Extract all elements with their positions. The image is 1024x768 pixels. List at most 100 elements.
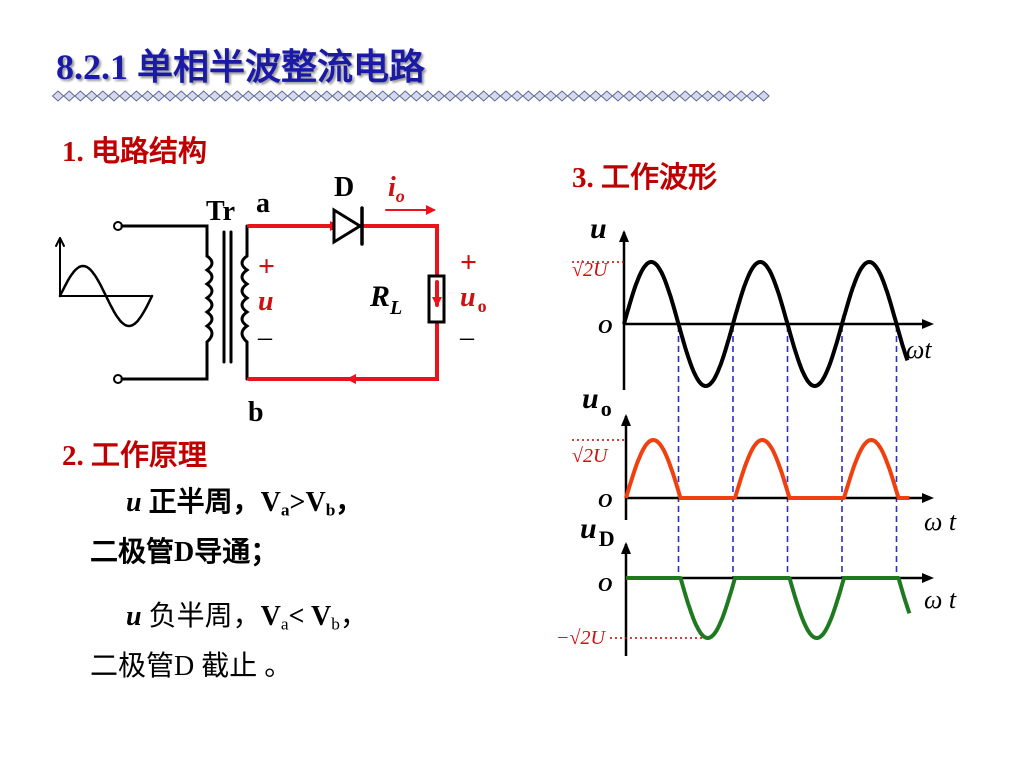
slide-title: 8.2.1 单相半波整流电路 [56,47,426,87]
title-border-diamond [634,90,647,102]
diode-symbol [332,206,364,246]
label-u-plus: + [258,250,275,283]
mid-ylabel-u: u [582,382,599,415]
title-border-diamond [286,90,300,102]
title-border-diamond [186,90,199,102]
principle-positive-line1: u 正半周，Va>Vb， [126,480,363,520]
title-border-diamond [578,90,591,102]
bot-peak-label: −√2U [556,627,606,649]
principle-negative-line2: 二极管D 截止 。 [90,651,293,682]
principle-va-sub: a [280,500,290,520]
title-border-diamond [320,90,334,102]
principle-vb-sub: b [325,500,336,520]
bot-diode-voltage-wave [626,576,912,640]
title-border-diamond [600,90,614,102]
input-sine-wave [58,264,154,328]
title-border-diamond [566,90,580,102]
title-border-diamond [712,90,726,102]
top-peak-label: √2U [572,259,609,281]
title-border-diamond [667,90,681,102]
bot-axis-x-arrow [922,573,934,583]
bot-origin: O [598,574,612,596]
principle-neg-mid: 负半周， [141,601,261,632]
label-u-minus: – [257,322,273,353]
label-rl: RL [369,280,402,319]
principle-vb: V [305,487,326,518]
title-border-diamond [298,90,311,102]
label-uo-minus: – [459,322,475,353]
title-border-diamond [85,90,98,102]
principle-negative-line1: u 负半周，Va< Vb， [126,594,368,634]
title-border-diamond [342,90,356,102]
title-border-diamond [118,90,132,102]
title-border-diamond [242,90,255,102]
mid-ylabel-sub: o [601,396,612,421]
primary-wire-top [120,224,209,258]
title-border-diamond [488,90,502,102]
primary-coil [204,254,214,344]
label-io-i: i [388,172,396,203]
title-border-diamond [510,90,524,102]
label-u: u [258,286,274,317]
mid-axis-x-arrow [922,493,934,503]
title-border-diamond [107,90,121,102]
mid-axis-y-arrow [621,414,631,426]
principle-neg-va-sub: a [280,614,289,634]
waveform-plots: u √2U O ωt uo √2U O ω t uD −√2U O [556,212,957,656]
top-xlabel: ωt [906,335,932,364]
title-border-diamond [253,90,266,102]
period-dashed-lines [677,326,898,578]
bot-ylabel-sub: D [599,526,615,551]
title-border-diamond [555,90,569,102]
title-border-diamond [454,90,468,102]
principle-neg-vb-sub: b [331,614,340,634]
title-border-diamond [443,90,457,102]
title-border-diamond [533,90,546,102]
title-border-diamond [51,90,65,102]
principle-neg-u: u [126,601,142,632]
principle-neg-end: ， [339,601,368,632]
current-loop [247,224,439,381]
title-border-diamond [645,90,658,102]
title-border-diamond [734,90,748,102]
principle-lt: < [288,601,311,632]
section-principle: 2. 工作原理 [62,440,208,472]
top-sine-wave [622,260,910,388]
label-diode: D [334,172,354,203]
primary-wire-bottom [120,340,209,381]
title-border-diamond [622,90,636,102]
mid-ylabel: uo [582,382,612,421]
section-waveform: 3. 工作波形 [572,162,718,194]
principle-pos-mid: 正半周， [141,487,261,518]
title-border-diamond [130,90,143,102]
title-border-diamond [522,90,535,102]
title-border-diamond [219,90,233,102]
top-axis-y-arrow [619,230,629,242]
top-ylabel: u [590,212,607,245]
principle-neg-va: V [260,601,281,632]
label-rl-sub: L [389,297,402,319]
mid-origin: O [598,490,612,512]
title-border-diamond [757,90,770,102]
title-border-diamond [309,90,322,102]
title-border-diamond [477,90,490,102]
title-border-diamond [701,90,714,102]
label-uo-plus: + [460,246,477,279]
top-origin: O [598,316,612,338]
title-border-diamond [264,90,278,102]
label-io-sub: o [396,186,405,206]
title-border-diamond [544,90,558,102]
section-structure: 1. 电路结构 [62,136,208,168]
bot-ylabel-u: u [580,512,597,545]
top-axis-x-arrow [922,319,934,329]
label-io: io [388,172,405,206]
principle-u: u [126,487,142,518]
title-border-diamond [746,90,759,102]
mid-xlabel: ω t [924,507,957,536]
label-node-b: b [248,397,264,428]
title-border-diamond [499,90,513,102]
label-tr: Tr [206,196,235,227]
